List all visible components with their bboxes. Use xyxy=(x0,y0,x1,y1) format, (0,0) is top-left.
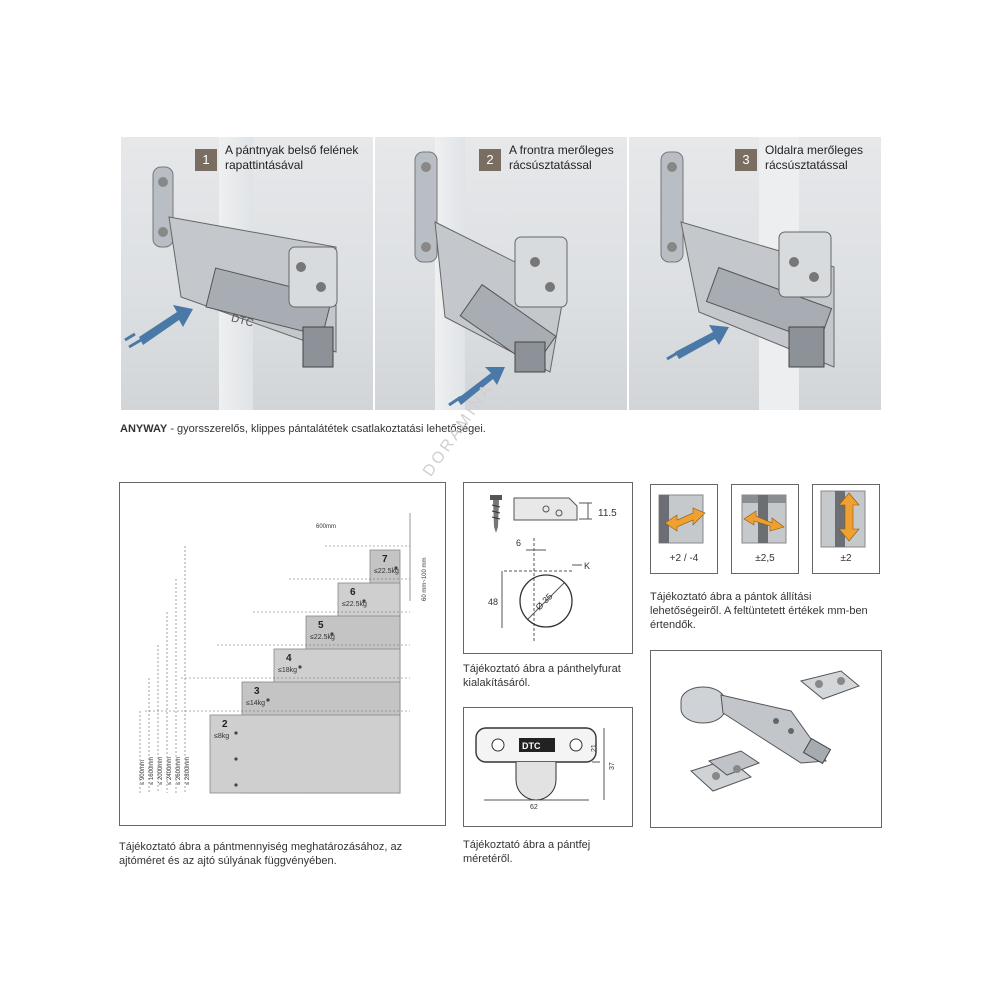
height-label: ≤ 1600mm xyxy=(149,757,155,785)
photo-step-1: DTC 1 A pántnyak belső felének rapattint… xyxy=(121,137,373,410)
hinge-count: 7 xyxy=(382,554,388,565)
screw-icon xyxy=(490,495,502,533)
weight-label: ≤18kg xyxy=(278,667,297,674)
hinge-dot xyxy=(234,783,238,787)
weight-label: ≤22.5kg xyxy=(310,634,335,641)
dim-k: K xyxy=(584,561,590,571)
hinge-dot xyxy=(362,599,366,603)
hinge-dot xyxy=(330,632,334,636)
step-number: 1 xyxy=(195,149,217,171)
cup-brand: DTC xyxy=(522,741,541,751)
dim-37: 37 xyxy=(609,762,616,770)
door-chart-caption: Tájékoztató ábra a pántmennyiség meghatá… xyxy=(119,841,403,867)
photo-step-2: 2 A frontra merőleges rácsúsztatással xyxy=(375,137,627,410)
height-label: ≤ 2000mm xyxy=(158,757,164,785)
hinge-dot xyxy=(234,757,238,761)
hinge-count: 3 xyxy=(254,686,260,697)
weight-label: ≤22.5kg xyxy=(374,568,399,575)
height-label: ≤ 2400mm xyxy=(167,757,173,785)
cup-caption: Tájékoztató ábra a pántfej méretéről. xyxy=(463,839,591,865)
photo-step-3: 3 Oldalra merőleges rácsúsztatással xyxy=(629,137,881,410)
headline-bold: ANYWAY xyxy=(120,423,168,435)
height-label: ≤ 900mm xyxy=(140,760,146,785)
cup-diagram: DTC 62 21 37 xyxy=(475,727,616,811)
hinge-illustration xyxy=(414,151,568,407)
step-number: 3 xyxy=(735,149,757,171)
hinge-dot xyxy=(394,566,398,570)
headline: ANYWAY - gyorsszerelős, klippes pántalát… xyxy=(120,423,486,435)
hinge-dot xyxy=(266,698,270,702)
door-chart-panel: ≤ 2800mm 7 ≤22.5kg ≤ 2600mm 6 ≤22.5kg ≤ 2400mm… xyxy=(119,482,446,826)
adjust-value: +2 / -4 xyxy=(669,553,699,564)
hinge-count: 2 xyxy=(222,719,228,730)
door-chart: ≤ 2800mm 7 ≤22.5kg ≤ 2600mm 6 ≤22.5kg ≤ 2400mm… xyxy=(139,513,428,794)
width-label: 600mm xyxy=(316,524,336,530)
hinge-count: 5 xyxy=(318,620,324,631)
hinge-dot xyxy=(298,665,302,669)
adjust-tile-height: ±2 xyxy=(812,484,880,574)
step-text: A frontra merőleges rácsúsztatással xyxy=(509,143,614,172)
step-text: Oldalra merőleges rácsúsztatással xyxy=(765,143,864,172)
weight-label: ≤8kg xyxy=(214,733,229,740)
height-label: ≤ 2800mm xyxy=(185,757,191,785)
adjust-side-icon xyxy=(741,494,787,544)
dim-62: 62 xyxy=(530,804,538,811)
door-step xyxy=(209,714,401,794)
product-panel xyxy=(650,650,882,828)
margin-label: 60 mm~100 mm xyxy=(422,557,428,601)
adjust-value: ±2 xyxy=(840,553,852,564)
adjust-value: ±2,5 xyxy=(755,553,775,564)
drill-caption: Tájékoztató ábra a pánthelyfurat kialakí… xyxy=(463,663,621,689)
height-label: ≤ 2600mm xyxy=(176,757,182,785)
hinge-product-illustration xyxy=(680,670,860,792)
hinge-illustration xyxy=(124,166,338,368)
hinge-dot xyxy=(234,731,238,735)
adjust-tile-side: ±2,5 xyxy=(731,484,799,574)
hinge-count: 4 xyxy=(286,653,292,664)
step-text: A pántnyak belső felének rapattintásával xyxy=(225,143,359,172)
adjust-caption: Tájékoztató ábra a pántok állítási lehet… xyxy=(650,591,868,631)
step-number: 2 xyxy=(479,149,501,171)
adjust-height-icon xyxy=(820,490,866,548)
dim-21: 21 xyxy=(591,744,598,752)
hinge-illustration xyxy=(660,151,835,368)
drill-panel: 11.5 Ø 35 6 K 48 xyxy=(463,482,633,654)
headline-text: - gyorsszerelős, klippes pántalátétek cs… xyxy=(167,423,486,435)
weight-label: ≤22.5kg xyxy=(342,601,367,608)
cup-panel: DTC 62 21 37 xyxy=(463,707,633,827)
dim-6: 6 xyxy=(516,538,521,548)
weight-label: ≤14kg xyxy=(246,700,265,707)
dim-48: 48 xyxy=(488,597,498,607)
dim-35: Ø 35 xyxy=(534,591,555,612)
adjust-depth-icon xyxy=(658,494,706,544)
dim-top: 11.5 xyxy=(598,508,617,519)
adjust-tile-depth: +2 / -4 xyxy=(650,484,718,574)
hinge-count: 6 xyxy=(350,587,356,598)
drill-diagram: 11.5 Ø 35 6 K 48 xyxy=(488,495,617,643)
